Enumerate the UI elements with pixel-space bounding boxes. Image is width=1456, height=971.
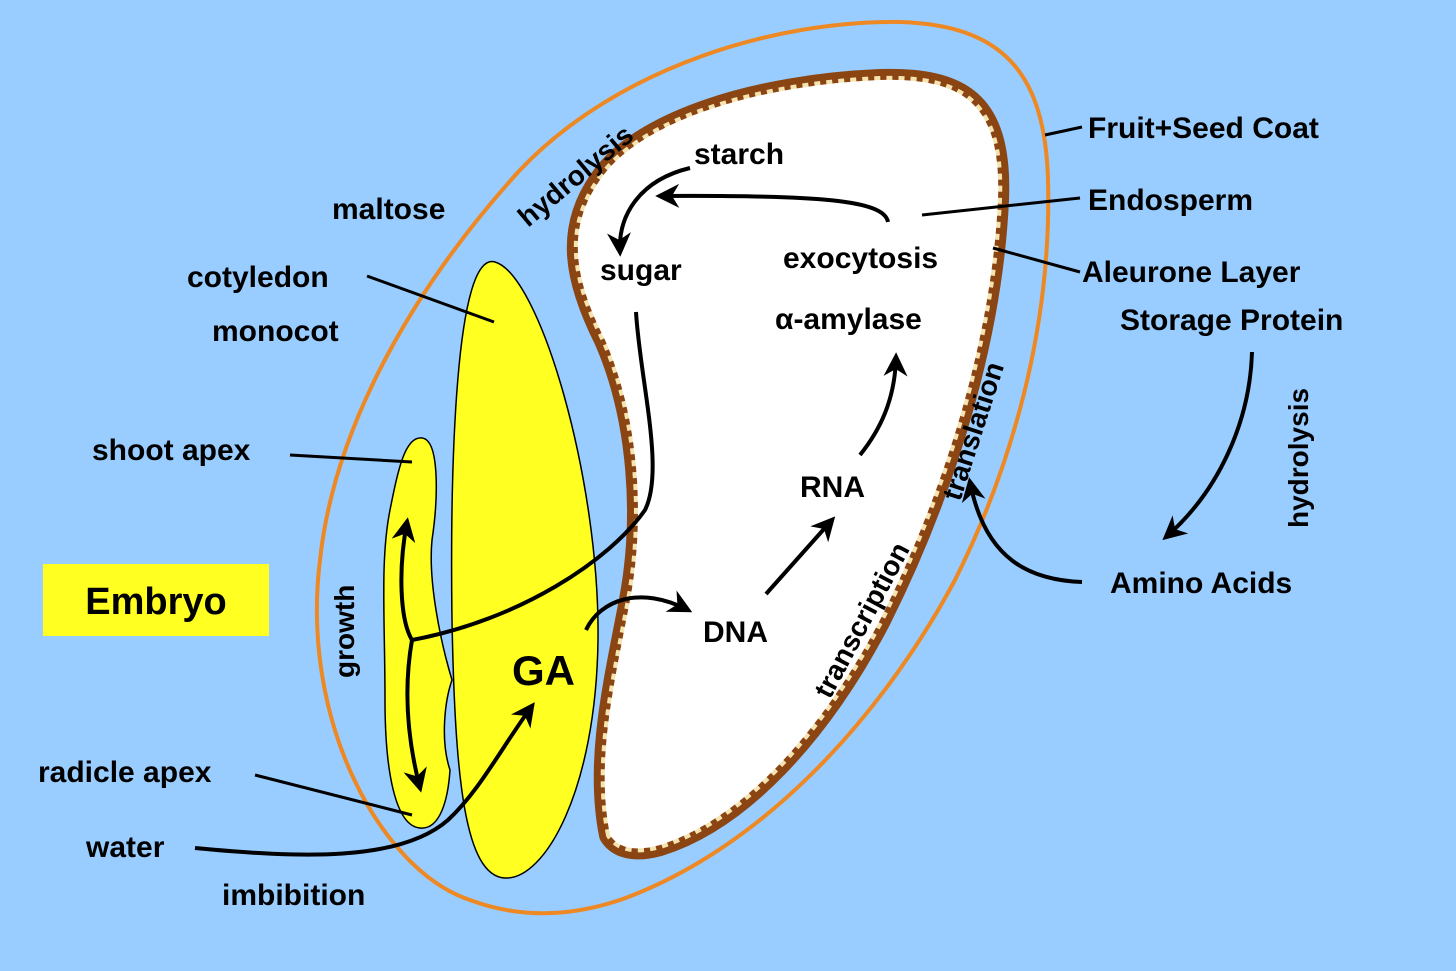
exocytosis-label: exocytosis (783, 242, 938, 275)
rna-label: RNA (800, 471, 865, 504)
dna-label: DNA (703, 616, 768, 649)
aleurone-layer-pointer (993, 248, 1080, 272)
fruit-seed-coat-pointer (1045, 127, 1082, 135)
radicle-apex-label: radicle apex (38, 756, 212, 789)
maltose-label: maltose (332, 193, 445, 226)
shoot-apex-pointer (290, 455, 412, 462)
radicle-apex-pointer (255, 775, 412, 815)
cotyledon-shape (452, 262, 598, 879)
amino-acids-label: Amino Acids (1110, 567, 1292, 600)
shoot-apex-label: shoot apex (92, 434, 251, 467)
imbibition-label: imbibition (222, 879, 365, 912)
fruit-seed-coat-label: Fruit+Seed Coat (1088, 112, 1319, 145)
aleurone-layer-label: Aleurone Layer (1082, 256, 1301, 289)
starch-label: starch (694, 138, 784, 171)
hydrolysis-right-label: hydrolysis (1283, 388, 1314, 528)
storage-protein-hydrolysis-arrow (1166, 352, 1252, 537)
embryo-label: Embryo (85, 581, 226, 623)
endosperm-label: Endosperm (1088, 184, 1253, 217)
water-label: water (85, 831, 165, 864)
storage-protein-label: Storage Protein (1120, 304, 1343, 337)
monocot-label: monocot (212, 315, 339, 348)
amino-acids-to-aleurone-arrow (970, 482, 1082, 582)
ga-label: GA (512, 647, 575, 694)
alpha-amylase-label: α-amylase (775, 303, 922, 336)
sugar-label: sugar (600, 254, 682, 287)
cotyledon-label: cotyledon (187, 261, 329, 294)
growth-label: growth (329, 585, 360, 678)
